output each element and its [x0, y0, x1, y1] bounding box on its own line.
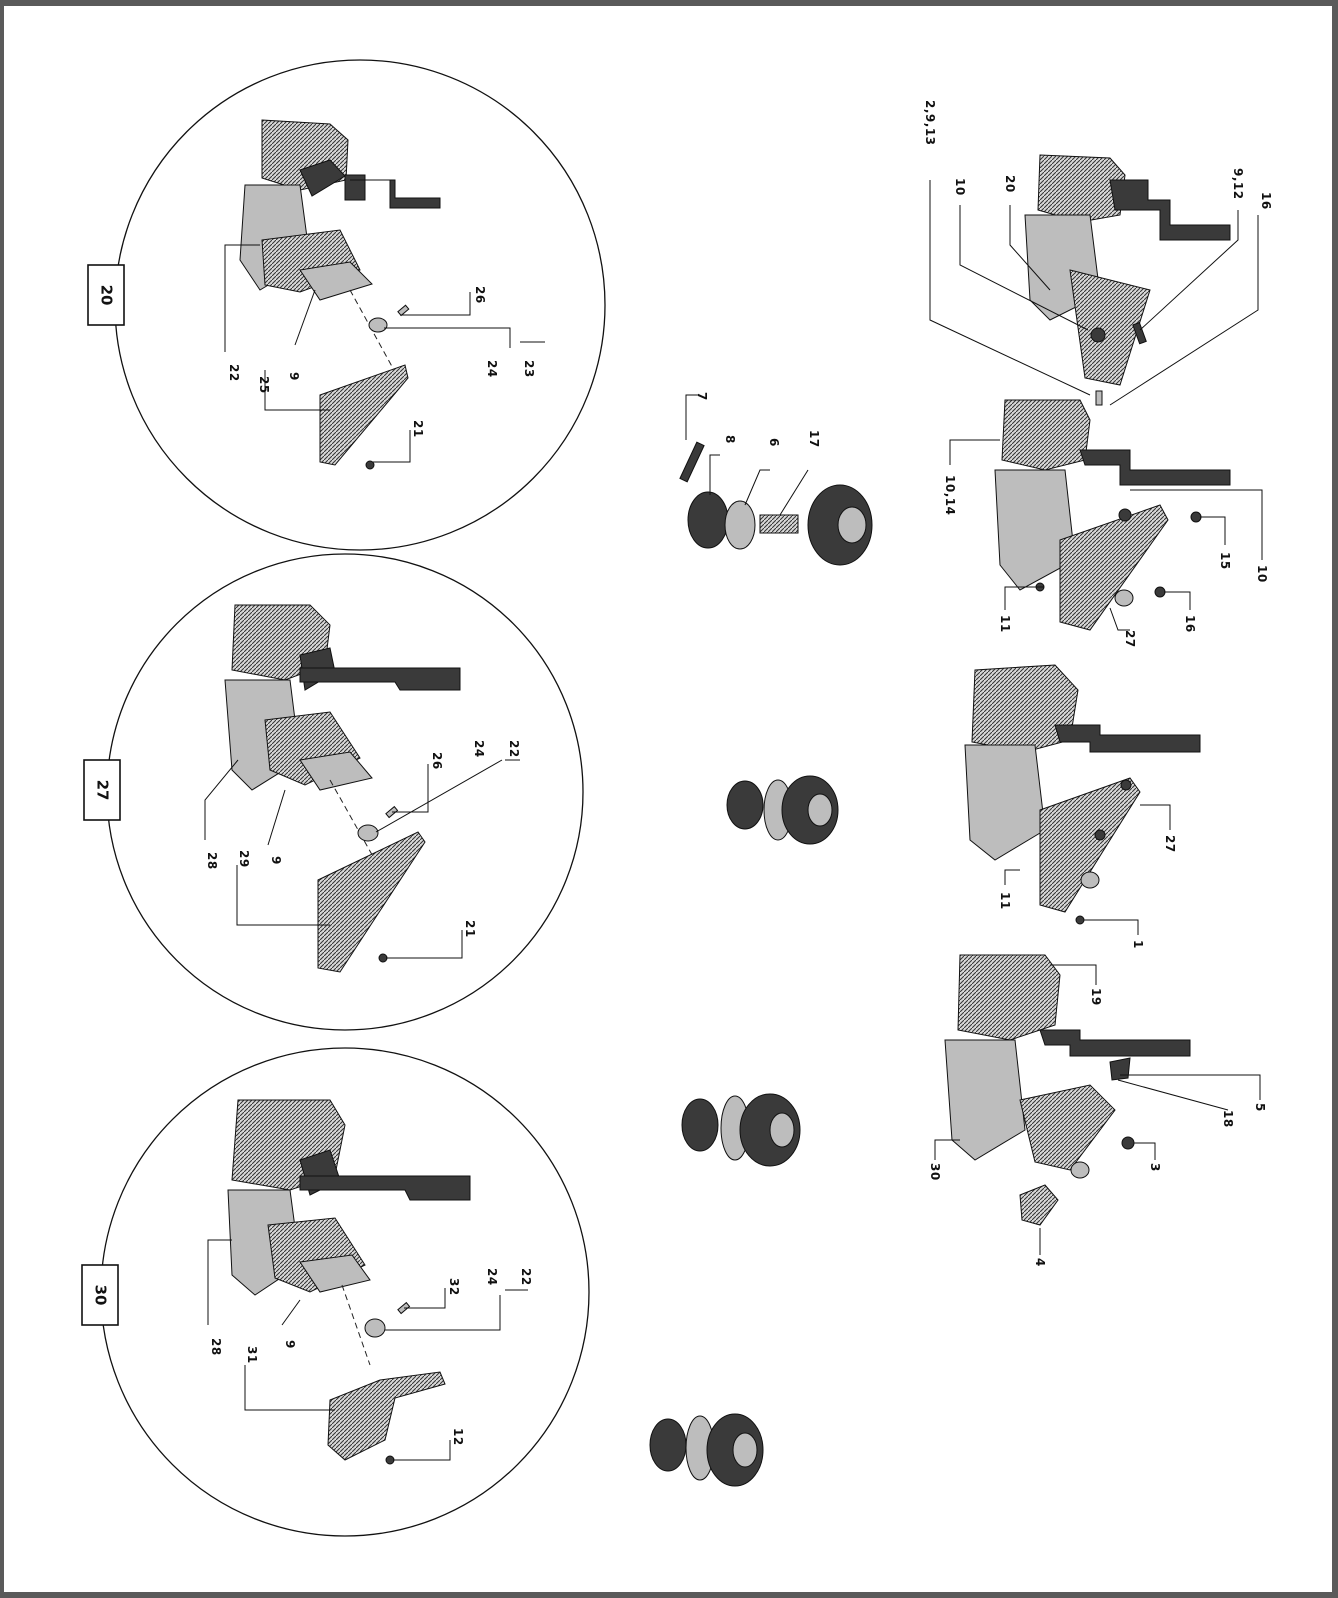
label-29: 29 — [237, 850, 251, 868]
label-17: 17 — [807, 430, 821, 448]
label-15: 15 — [1218, 552, 1232, 570]
assembled-feed-dog-bottom: 19 5 18 3 30 4 — [928, 954, 1267, 1267]
washer-6 — [724, 500, 756, 550]
label-9-12: 9,12 — [1231, 168, 1245, 200]
label-31: 31 — [245, 1346, 259, 1364]
label-4: 4 — [1033, 1258, 1047, 1267]
pin-32 — [397, 1301, 411, 1315]
detail-box-20 — [87, 264, 125, 326]
detail-view-30: 30 32 24 22 31 28 9 12 — [81, 1047, 590, 1537]
nut-8 — [687, 491, 729, 549]
stitch-knob-exploded: 7 8 6 17 — [679, 392, 873, 566]
feed-dog-tooth-plate-29 — [317, 831, 426, 973]
screw-17 — [759, 514, 799, 534]
label-24: 24 — [485, 360, 499, 378]
pin-24 — [368, 317, 388, 333]
label-18: 18 — [1221, 1110, 1235, 1128]
label-10: 10 — [953, 178, 967, 196]
detail-box-27 — [83, 759, 121, 821]
label-6: 6 — [767, 438, 781, 447]
feed-dog-assembly-20 — [239, 119, 441, 301]
detail-box-label-20: 20 — [98, 285, 116, 306]
detail-box-label-30: 30 — [92, 1285, 110, 1306]
pin-26 — [385, 805, 399, 819]
label-20: 20 — [1003, 175, 1017, 193]
feed-dog-assembly-30 — [227, 1099, 471, 1296]
label-8: 8 — [723, 435, 737, 444]
stitch-knob-assembled-1 — [726, 775, 839, 845]
pin-24 — [364, 1318, 386, 1338]
detail-box-label-27: 27 — [94, 780, 112, 801]
label-24: 24 — [472, 740, 486, 758]
exploded-assembly-top: 2,9,13 10 20 9,12 16 10,14 10 15 16 27 1… — [923, 100, 1273, 648]
screw-21 — [378, 953, 388, 963]
label-28: 28 — [209, 1338, 223, 1356]
label-22: 22 — [227, 364, 241, 382]
label-24: 24 — [485, 1268, 499, 1286]
feed-dog-tooth-plate-25 — [319, 364, 409, 466]
label-27: 27 — [1163, 835, 1177, 853]
label-21: 21 — [463, 920, 477, 938]
label-26: 26 — [430, 752, 444, 770]
label-2-9-13: 2,9,13 — [923, 100, 937, 146]
detail-view-27: 27 26 24 22 29 28 9 21 — [83, 553, 584, 1031]
stitch-knob-assembled-3 — [649, 1413, 764, 1487]
label-9: 9 — [269, 856, 283, 865]
label-19: 19 — [1089, 988, 1103, 1006]
label-22: 22 — [507, 740, 521, 758]
screw-12 — [385, 1455, 395, 1465]
label-12: 12 — [451, 1428, 465, 1446]
label-10: 10 — [1255, 565, 1269, 583]
label-3: 3 — [1148, 1163, 1162, 1172]
label-21: 21 — [411, 420, 425, 438]
label-1: 1 — [1131, 940, 1145, 949]
label-23: 23 — [522, 360, 536, 378]
label-11: 11 — [998, 892, 1012, 910]
assembled-feed-dog-middle: 27 11 1 — [964, 664, 1201, 949]
label-7: 7 — [695, 392, 709, 401]
feed-dog-assembly-27 — [224, 604, 461, 791]
screw-21 — [365, 460, 375, 470]
label-9: 9 — [283, 1340, 297, 1349]
label-25: 25 — [257, 376, 271, 394]
label-28: 28 — [205, 852, 219, 870]
stitch-knob-assembled-2 — [681, 1093, 801, 1167]
pin-26 — [397, 304, 410, 317]
label-26: 26 — [473, 286, 487, 304]
label-5: 5 — [1253, 1103, 1267, 1112]
pin-7 — [679, 441, 705, 483]
detail-view-20: 20 26 24 23 22 25 9 21 — [87, 59, 606, 551]
label-16: 16 — [1259, 192, 1273, 210]
feed-dog-tooth-plate-31 — [327, 1371, 446, 1461]
label-16: 16 — [1183, 615, 1197, 633]
detail-box-30 — [81, 1264, 119, 1326]
pin-24 — [357, 824, 379, 842]
label-10-14: 10,14 — [943, 475, 957, 515]
label-22: 22 — [519, 1268, 533, 1286]
label-11: 11 — [998, 615, 1012, 633]
label-30: 30 — [928, 1163, 942, 1181]
label-9: 9 — [287, 372, 301, 381]
label-32: 32 — [447, 1278, 461, 1296]
label-27: 27 — [1123, 630, 1137, 648]
